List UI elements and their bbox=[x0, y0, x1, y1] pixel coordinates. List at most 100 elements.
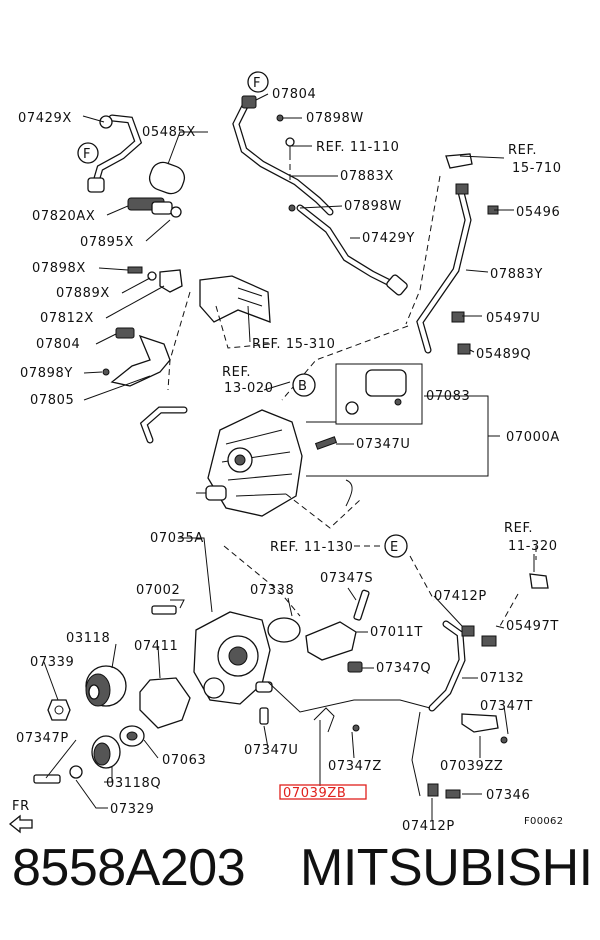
pump-housing-07035a bbox=[193, 611, 273, 705]
front-arrow-icon bbox=[8, 814, 33, 834]
label-ref-11-320-a: REF. bbox=[504, 521, 533, 536]
hose-clamp-07429y bbox=[386, 274, 408, 296]
washer-07329 bbox=[69, 765, 83, 779]
svg-text:F: F bbox=[83, 147, 91, 162]
label-07412p-bottom: 07412P bbox=[402, 819, 455, 834]
label-07411: 07411 bbox=[134, 639, 178, 654]
label-05485x: 05485X bbox=[142, 125, 196, 140]
connector-07804-top bbox=[241, 95, 257, 109]
gasket-07411 bbox=[139, 677, 191, 729]
label-07083: 07083 bbox=[426, 389, 470, 404]
label-07812x: 07812X bbox=[40, 311, 94, 326]
label-05497u: 05497U bbox=[486, 311, 540, 326]
label-07063: 07063 bbox=[162, 753, 206, 768]
box-07083 bbox=[335, 363, 423, 425]
bolt-07347u-bottom bbox=[259, 707, 269, 725]
label-07035a: 07035A bbox=[150, 531, 204, 546]
label-07895x: 07895X bbox=[80, 235, 134, 250]
fitting-07412p-bottom bbox=[427, 783, 439, 797]
bolt-07898w-mid bbox=[288, 204, 296, 212]
label-ref-15-710-b: 15-710 bbox=[512, 161, 562, 176]
nut-05489q bbox=[457, 343, 471, 355]
bolt-05497t bbox=[481, 635, 497, 647]
label-ref-15-310: REF. 15-310 bbox=[252, 337, 336, 352]
label-07347u-top: 07347U bbox=[356, 437, 410, 452]
part-number: 8558A203 bbox=[12, 839, 246, 897]
fuel-pipe-07883y bbox=[416, 184, 472, 354]
bracket-07039zz bbox=[461, 713, 499, 733]
label-07820ax: 07820AX bbox=[32, 209, 95, 224]
footer-caption: 8558A203 MITSUBISHI bbox=[0, 820, 600, 940]
label-07347t: 07347T bbox=[480, 699, 533, 714]
highlight-box-07039zb bbox=[279, 784, 367, 800]
valve-07083 bbox=[365, 369, 407, 397]
label-07898y: 07898Y bbox=[20, 366, 73, 381]
fitting-07412p-top bbox=[461, 625, 475, 637]
bolt-07347z bbox=[352, 724, 360, 732]
o-ring-07338 bbox=[267, 617, 301, 643]
label-ref-11-110: REF. 11-110 bbox=[316, 140, 400, 155]
label-07889x: 07889X bbox=[56, 286, 110, 301]
bolt-07898x bbox=[127, 266, 143, 274]
pipe-07039zb bbox=[313, 707, 335, 733]
label-ref-11-320-b: 11-320 bbox=[508, 539, 558, 554]
label-07132: 07132 bbox=[480, 671, 524, 686]
label-ref-13-020-a: REF. bbox=[222, 365, 251, 380]
bracket-07812x bbox=[159, 269, 183, 293]
hose-clamp bbox=[99, 115, 113, 129]
bolt-07898y bbox=[102, 368, 110, 376]
leader-lines bbox=[43, 93, 535, 820]
label-07804-top: 07804 bbox=[272, 87, 316, 102]
label-07429x: 07429X bbox=[18, 111, 72, 126]
label-07898x: 07898X bbox=[32, 261, 86, 276]
bolt-07347q bbox=[347, 661, 363, 673]
label-07339: 07339 bbox=[30, 655, 74, 670]
svg-text:E: E bbox=[390, 540, 399, 555]
callout-f-left bbox=[77, 142, 99, 164]
label-07347s: 07347S bbox=[320, 571, 373, 586]
sensor-07804 bbox=[115, 327, 135, 339]
bolt-05497u bbox=[451, 311, 465, 323]
label-07011t: 07011T bbox=[370, 625, 423, 640]
label-07329: 07329 bbox=[110, 802, 154, 817]
label-05489q: 05489Q bbox=[476, 347, 531, 362]
intake-tube bbox=[199, 275, 271, 323]
fitting-05496-upper bbox=[455, 183, 469, 195]
reference-dashed-lines bbox=[167, 154, 537, 627]
seal-07895x bbox=[170, 206, 182, 218]
label-07347u-bottom: 07347U bbox=[244, 743, 298, 758]
bracket-07011t bbox=[305, 621, 357, 661]
bolt-07346 bbox=[445, 789, 461, 799]
label-07412p-top: 07412P bbox=[434, 589, 487, 604]
dowel-pin-07002 bbox=[151, 605, 177, 615]
bolt-07347t bbox=[500, 736, 508, 744]
filter-05485x bbox=[148, 161, 186, 195]
brand-name: MITSUBISHI bbox=[300, 839, 593, 897]
label-07898w-top: 07898W bbox=[306, 111, 364, 126]
gear-03118 bbox=[85, 665, 127, 707]
bracket-ref-15-710 bbox=[445, 153, 473, 169]
callout-f-top bbox=[247, 71, 269, 93]
label-07039zz: 07039ZZ bbox=[440, 759, 503, 774]
fuel-pump-assembly-07000a bbox=[196, 409, 303, 517]
label-07347z: 07347Z bbox=[328, 759, 382, 774]
label-07039zb: 07039ZB bbox=[283, 786, 346, 801]
label-07429y: 07429Y bbox=[362, 231, 415, 246]
svg-text:B: B bbox=[298, 379, 308, 394]
label-07883y: 07883Y bbox=[490, 267, 543, 282]
label-07898w-mid: 07898W bbox=[344, 199, 402, 214]
label-03118q: 03118Q bbox=[106, 776, 161, 791]
label-03118: 03118 bbox=[66, 631, 110, 646]
bolt-07347p bbox=[33, 774, 61, 784]
sensor-wire bbox=[345, 479, 353, 507]
label-07347p: 07347P bbox=[16, 731, 69, 746]
label-fr: FR bbox=[12, 799, 30, 814]
label-07000a: 07000A bbox=[506, 430, 560, 445]
label-05496: 05496 bbox=[516, 205, 560, 220]
callout-e bbox=[384, 534, 408, 558]
callout-b bbox=[292, 373, 316, 397]
gear-03118q bbox=[91, 735, 121, 769]
label-07338: 07338 bbox=[250, 583, 294, 598]
label-07883x: 07883X bbox=[340, 169, 394, 184]
